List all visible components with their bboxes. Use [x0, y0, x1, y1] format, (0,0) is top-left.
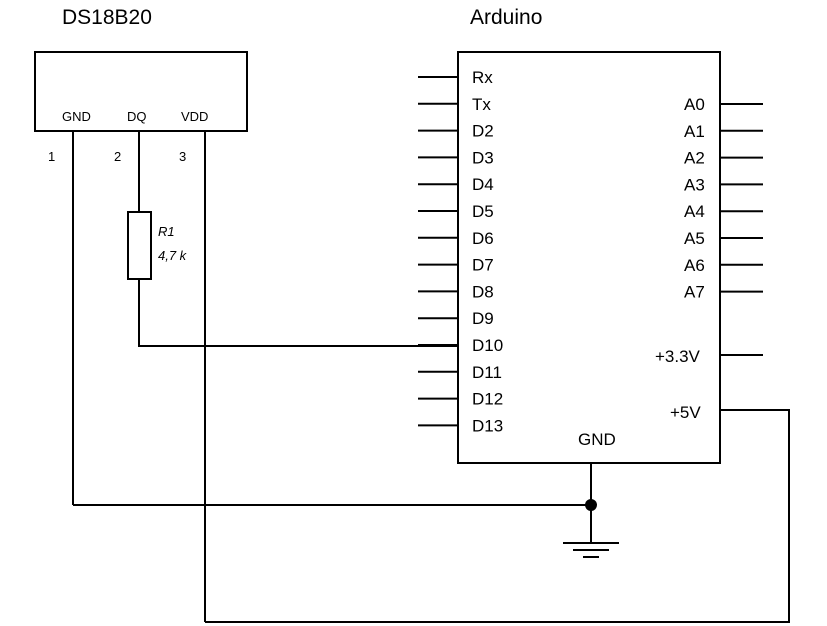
junction-dot — [585, 499, 597, 511]
pin-label-left: D6 — [472, 229, 494, 248]
pin-label-left: D12 — [472, 390, 503, 409]
resistor-name: R1 — [158, 224, 175, 239]
resistor-value: 4,7 k — [158, 248, 188, 263]
pin-label-right: A6 — [684, 256, 705, 275]
pin-label-right: A4 — [684, 202, 705, 221]
pin-label-5v: +5V — [670, 403, 701, 422]
pin-label-left: D9 — [472, 309, 494, 328]
pin-label-left: D13 — [472, 416, 503, 435]
pin-label-left: D7 — [472, 256, 494, 275]
pin-label-right: A7 — [684, 283, 705, 302]
5v-to-vdd-wire — [205, 409, 790, 623]
sensor-body — [34, 51, 248, 132]
pin-label-left: D4 — [472, 175, 494, 194]
arduino-gnd-label: GND — [578, 430, 616, 449]
sensor-pin-vdd-label: VDD — [181, 109, 208, 124]
pin-label-left: Tx — [472, 95, 491, 114]
pin-label-left: D2 — [472, 122, 494, 141]
pin-label-left: D8 — [472, 282, 494, 301]
pin-label-left: D10 — [472, 336, 503, 355]
resistor-r1 — [127, 211, 152, 280]
arduino-body — [457, 51, 721, 464]
pin-label-left: Rx — [472, 68, 493, 87]
pin-label-right: A2 — [684, 149, 705, 168]
sensor-pin-gnd-label: GND — [62, 109, 91, 124]
ground-symbol — [563, 542, 619, 558]
pin-label-right: A0 — [684, 95, 705, 114]
arduino-title: Arduino — [470, 6, 542, 29]
pin-label-left: D5 — [472, 202, 494, 221]
pin-label-left: D3 — [472, 148, 494, 167]
sensor-pin-number-vdd: 3 — [179, 149, 186, 164]
sensor-pin-number-gnd: 1 — [48, 149, 55, 164]
sensor-title: DS18B20 — [62, 6, 152, 29]
dq-to-d10-wire — [138, 279, 458, 347]
pin-label-left: D11 — [472, 363, 502, 382]
sensor-pin-number-dq: 2 — [114, 149, 121, 164]
pin-label-right: A1 — [684, 122, 705, 141]
sensor-pin-dq-label: DQ — [127, 109, 147, 124]
pin-label-right: A3 — [684, 175, 705, 194]
pin-label-right: A5 — [684, 229, 705, 248]
pin-label-3v3: +3.3V — [655, 347, 701, 366]
